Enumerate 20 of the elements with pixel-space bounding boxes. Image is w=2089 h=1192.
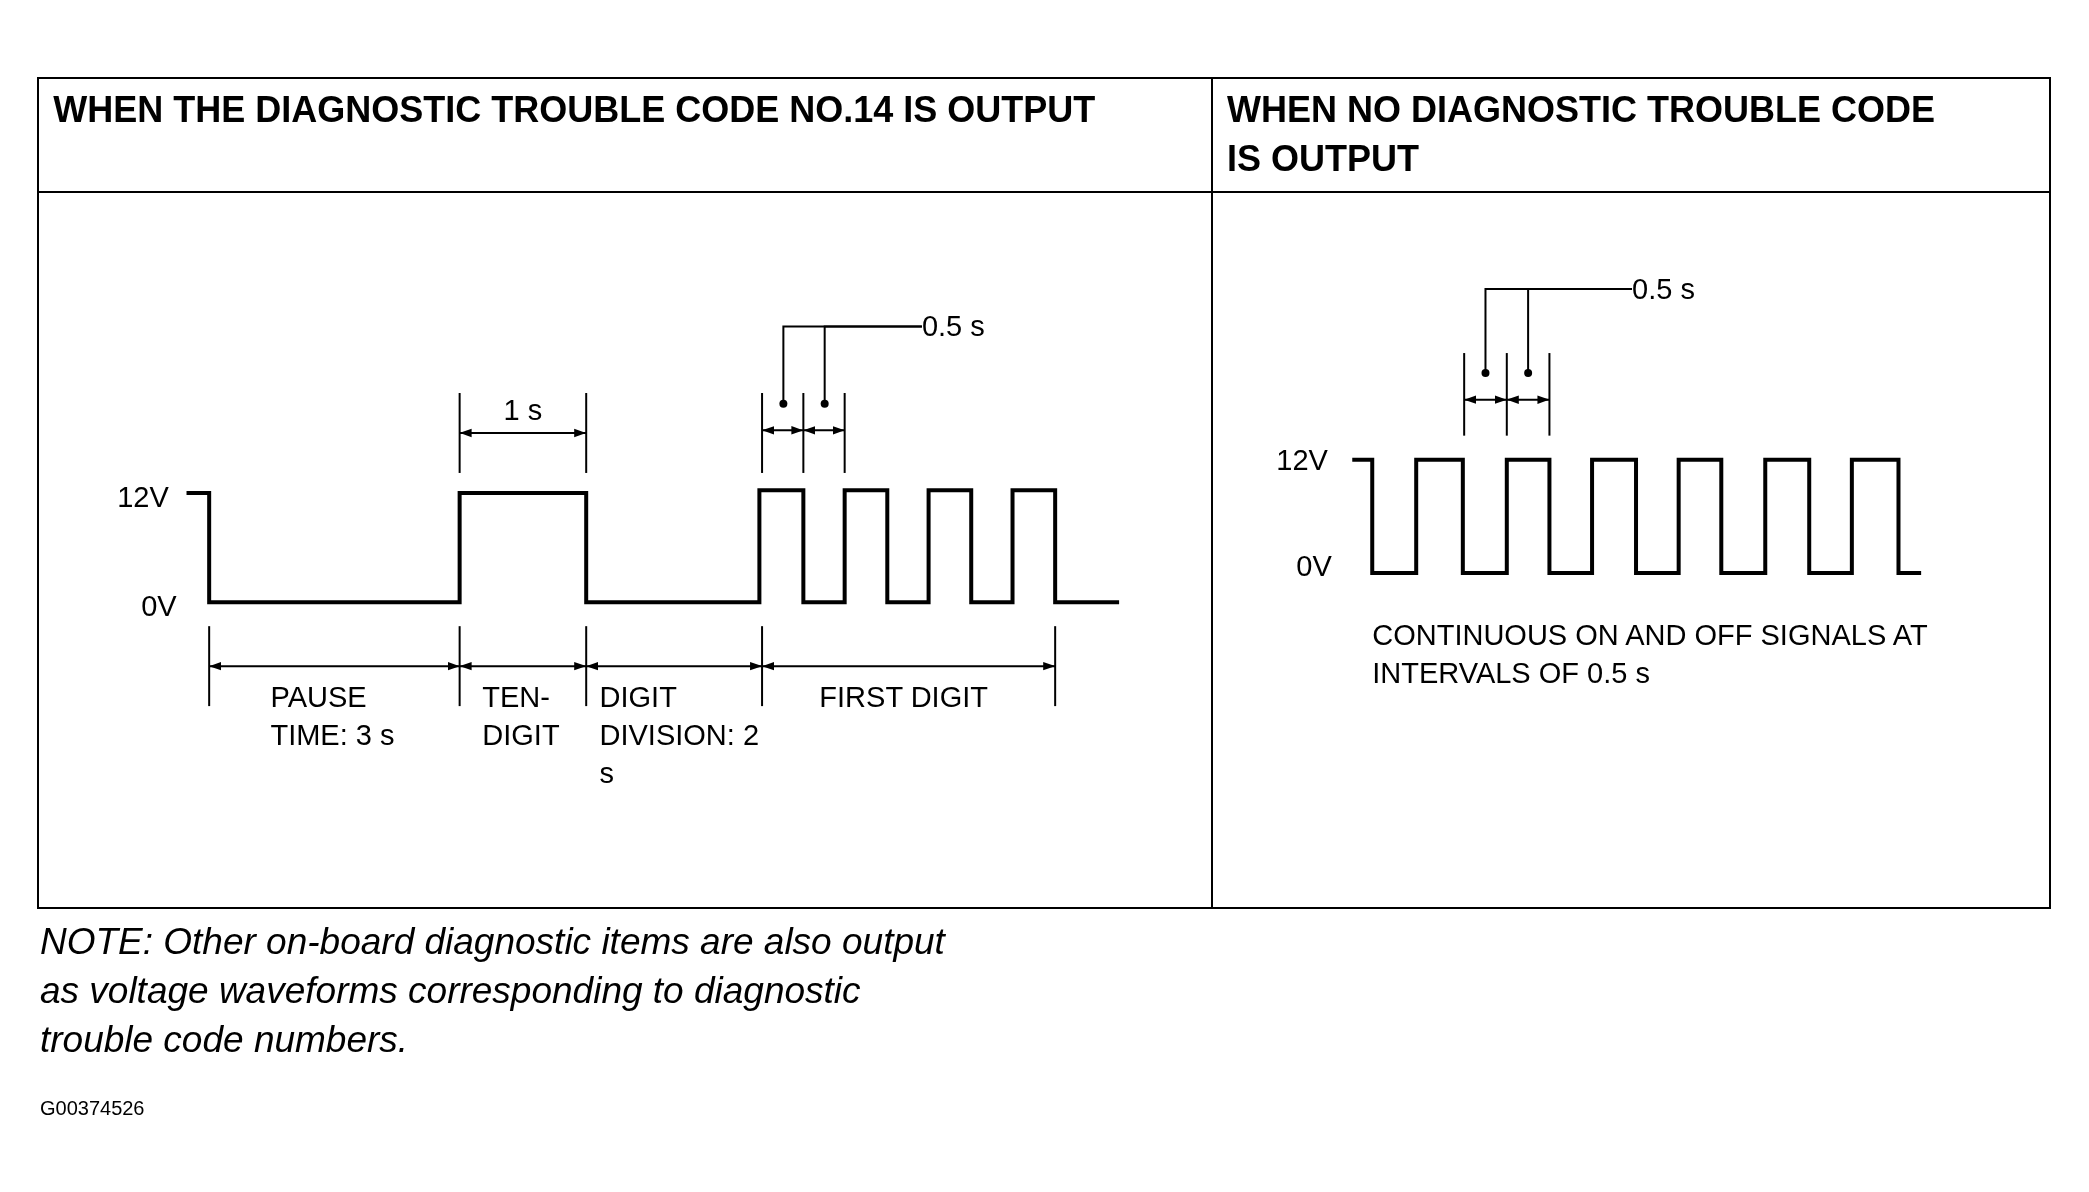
dimension-label: 1 s [503, 393, 543, 429]
table-panel [1211, 77, 2051, 909]
leader-line [820, 325, 923, 408]
voltage-label: 12V [117, 479, 169, 515]
table-panel [37, 77, 1213, 909]
voltage-label: 0V [1296, 549, 1332, 585]
time-label: 0.5 s [921, 307, 985, 346]
dimension-label: FIRST DIGIT [819, 679, 988, 715]
time-label: 0.5 s [1632, 270, 1695, 309]
header-text: WHEN THE DIAGNOSTIC TROUBLE CODE NO.14 IS OUTPUT [53, 88, 1096, 133]
dimension-label: TEN- DIGIT [482, 679, 561, 753]
note-text: NOTE: Other on-board diagnostic items are also output as voltage waveforms corresponding to diagnostic trouble code numbers. [39, 920, 947, 1063]
dimension-label: PAUSE TIME: 3 s [270, 679, 396, 753]
header-text: WHEN NO DIAGNOSTIC TROUBLE CODE IS OUTPUT [1227, 88, 1937, 182]
description-text: CONTINUOUS ON AND OFF SIGNALS AT INTERVALS OF 0.5 s [1372, 618, 1929, 692]
dimension-label: DIGIT DIVISION: 2 s [599, 679, 761, 791]
voltage-label: 12V [1276, 442, 1328, 478]
figure-code: G00374526 [39, 1096, 145, 1122]
voltage-label: 0V [141, 589, 177, 625]
leader-line [1524, 288, 1633, 378]
